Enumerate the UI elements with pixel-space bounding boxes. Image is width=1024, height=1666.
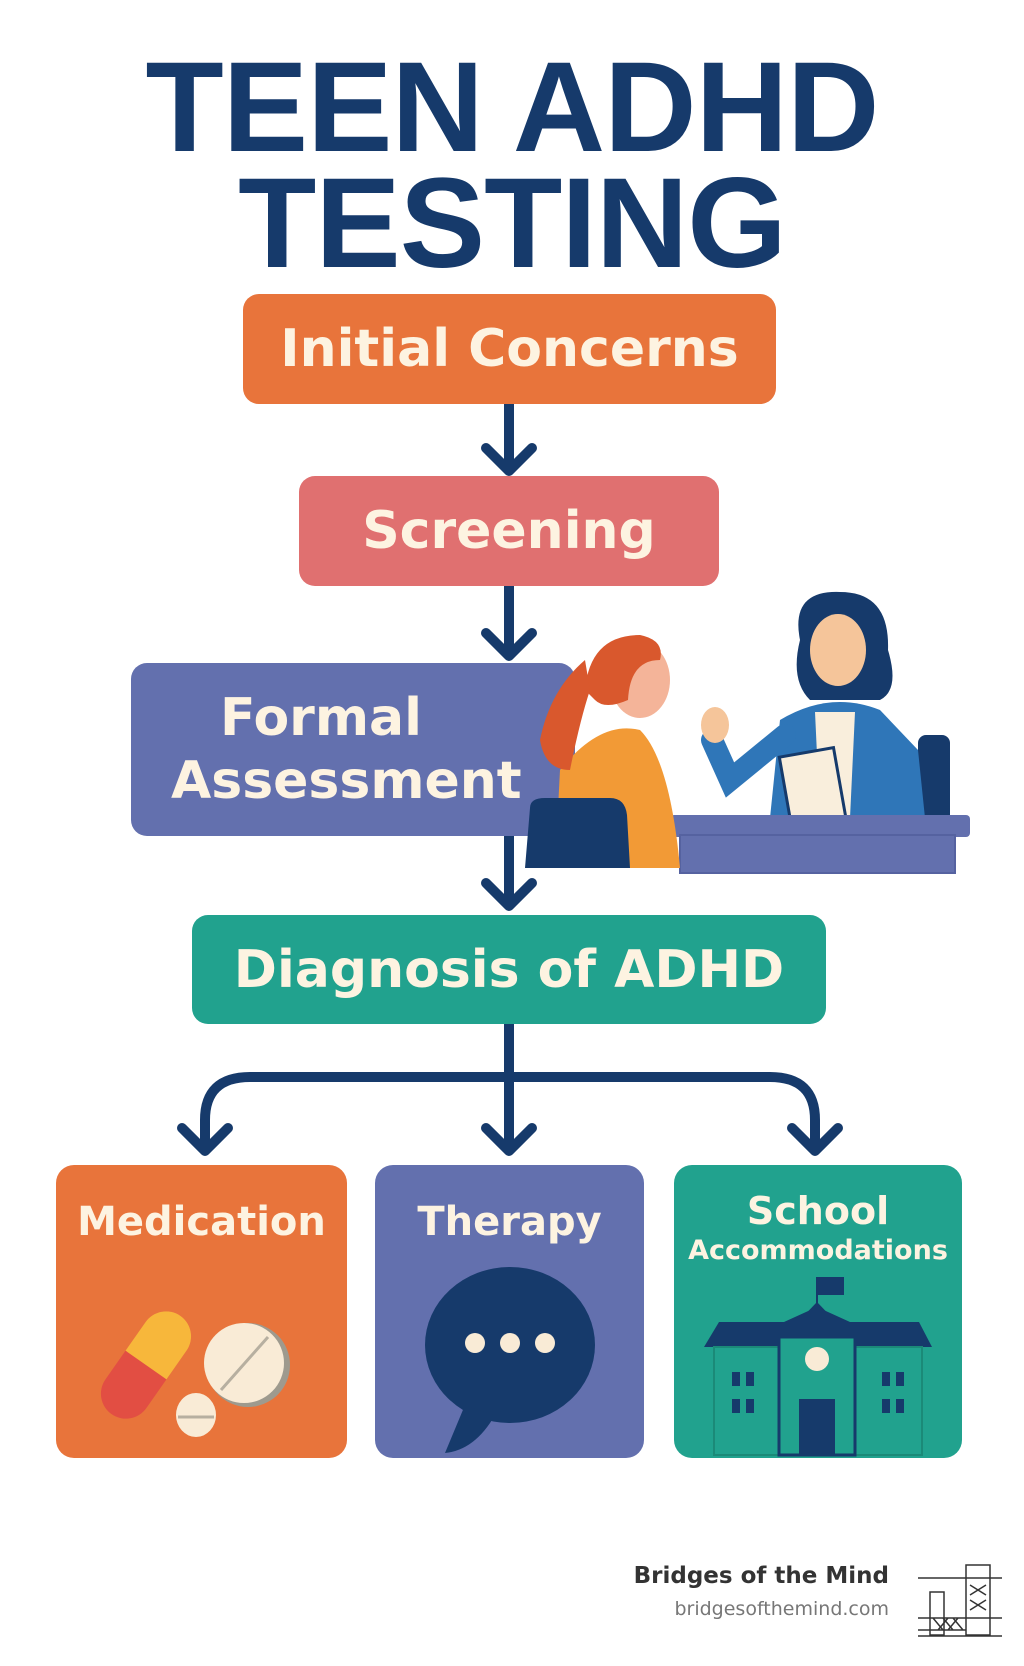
- footer-url: bridgesofthemind.com: [674, 1598, 889, 1620]
- title-line-2: TESTING: [238, 152, 787, 295]
- counselor-chair: [918, 735, 950, 835]
- step-label: Screening: [362, 501, 656, 561]
- step-initial-concerns: Initial Concerns: [243, 294, 776, 404]
- step-diagnosis: Diagnosis of ADHD: [192, 915, 826, 1024]
- outcome-label: Therapy: [417, 1199, 602, 1245]
- girl-ponytail: [540, 660, 590, 770]
- outcome-school-accommodations: School Accommodations: [674, 1165, 962, 1458]
- girl-chair: [525, 798, 630, 868]
- step-label: Formal Assessment: [171, 688, 522, 811]
- arrow-down-therapy: [481, 1019, 537, 1156]
- step-screening: Screening: [299, 476, 719, 586]
- girl-hair: [585, 635, 661, 705]
- arrow-down-1: [481, 399, 537, 476]
- speech-bubble-icon: [425, 1267, 595, 1453]
- step-label: Diagnosis of ADHD: [233, 939, 785, 1000]
- arrow-down-medication: [177, 1072, 514, 1156]
- arrow-down-2: [481, 581, 537, 661]
- outcome-label: School: [746, 1189, 890, 1233]
- footer-brand-name: Bridges of the Mind: [633, 1563, 889, 1589]
- pills-icon: [100, 1311, 290, 1437]
- outcome-therapy: Therapy: [375, 1165, 644, 1458]
- arrow-down-school: [504, 1072, 843, 1156]
- step-label: Initial Concerns: [280, 319, 739, 379]
- desk-top: [670, 815, 970, 837]
- counselor-face: [810, 614, 866, 686]
- desk-front: [679, 834, 956, 874]
- clipboard: [777, 745, 848, 828]
- step-formal-assessment: Formal Assessment: [131, 663, 575, 836]
- counselor-hand: [701, 707, 729, 743]
- school-building-icon: [704, 1277, 932, 1457]
- outcome-sublabel: Accommodations: [688, 1235, 948, 1266]
- title-line-1: TEEN ADHD: [145, 36, 880, 179]
- outcome-medication: Medication: [56, 1165, 347, 1458]
- outcome-label: Medication: [77, 1199, 326, 1245]
- arrow-down-3: [481, 831, 537, 911]
- bridge-logo-icon: [918, 1564, 1002, 1637]
